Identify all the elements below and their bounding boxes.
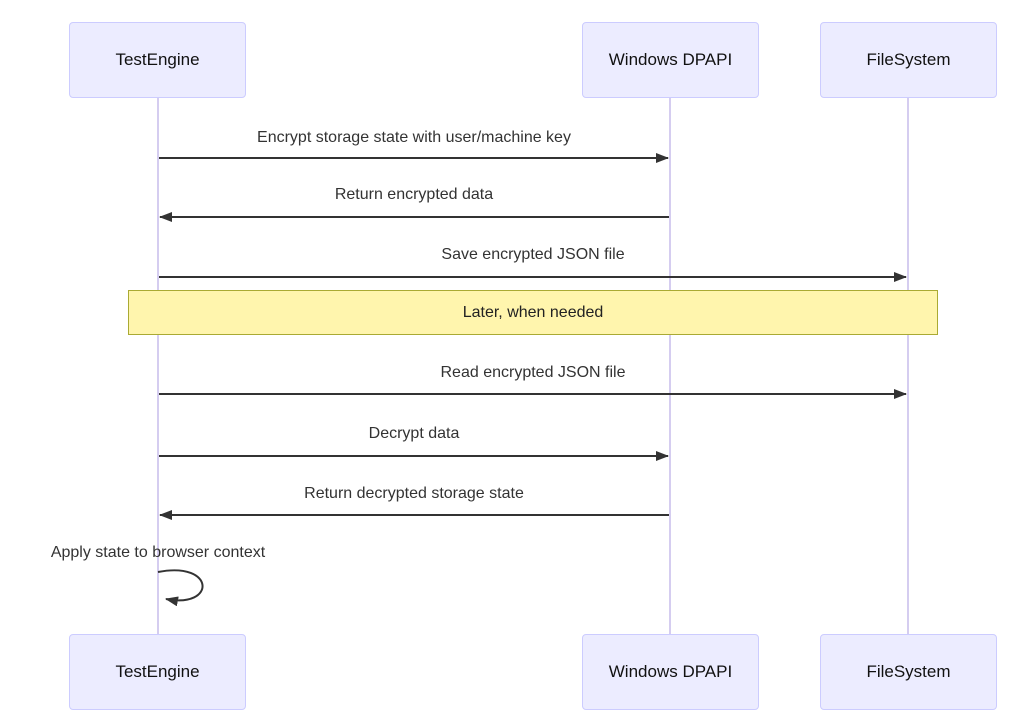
note-later-when-needed: Later, when needed — [128, 290, 938, 335]
message-return-encrypted-data: Return encrypted data — [334, 186, 494, 203]
message-encrypt-storage-state: Encrypt storage state with user/machine … — [257, 129, 571, 146]
message-save-encrypted-json: Save encrypted JSON file — [441, 246, 625, 263]
message-read-encrypted-json: Read encrypted JSON file — [440, 364, 626, 381]
message-decrypt-data: Decrypt data — [368, 425, 460, 442]
message-apply-state: Apply state to browser context — [50, 544, 266, 561]
actor-filesystem-label-bottom: FileSystem — [866, 662, 951, 681]
actor-windows-dpapi-label: Windows DPAPI — [608, 50, 733, 69]
actor-filesystem-top: FileSystem — [820, 22, 997, 98]
actor-filesystem-bottom: FileSystem — [820, 634, 997, 710]
message-return-decrypted-state: Return decrypted storage state — [304, 485, 524, 502]
actor-windows-dpapi-top: Windows DPAPI — [582, 22, 759, 98]
note-label: Later, when needed — [462, 303, 604, 321]
actor-windows-dpapi-bottom: Windows DPAPI — [582, 634, 759, 710]
actor-testengine-bottom: TestEngine — [69, 634, 246, 710]
actor-filesystem-label: FileSystem — [866, 50, 951, 69]
actor-testengine-label: TestEngine — [115, 50, 200, 69]
actor-testengine-label-bottom: TestEngine — [115, 662, 200, 681]
actor-windows-dpapi-label-bottom: Windows DPAPI — [608, 662, 733, 681]
actor-testengine-top: TestEngine — [69, 22, 246, 98]
arrow-apply-state-self-loop — [157, 569, 204, 607]
